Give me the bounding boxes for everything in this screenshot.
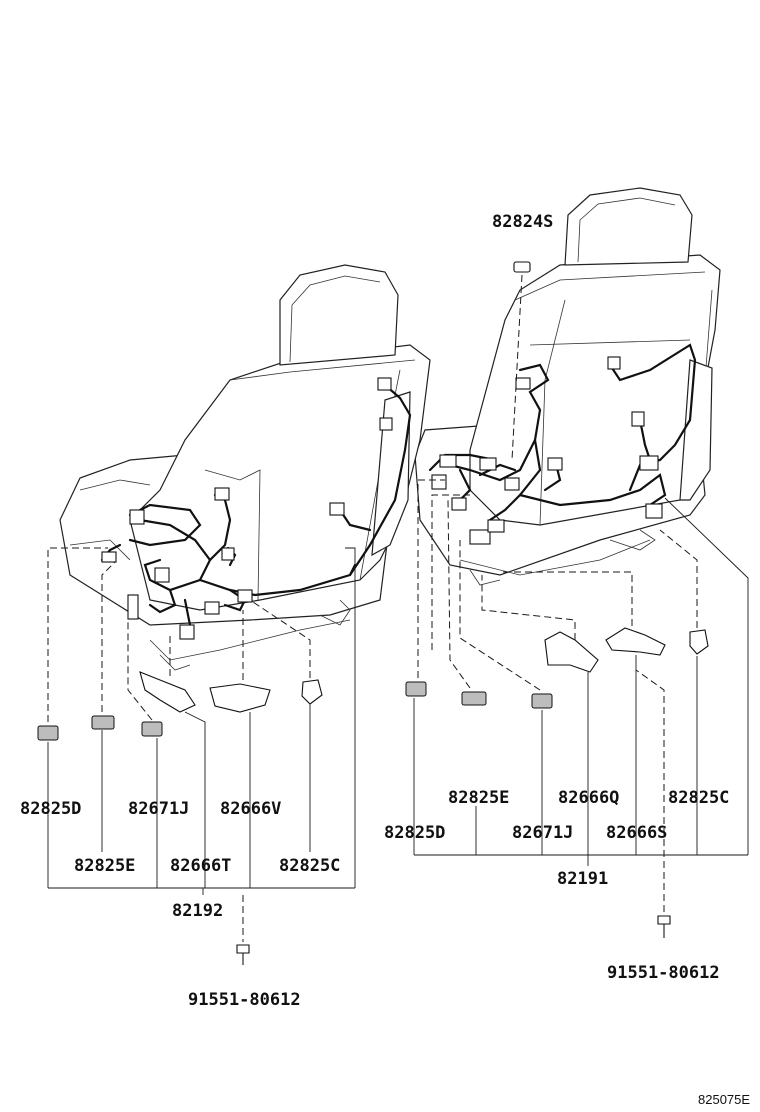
label-right-82825D: 82825D: [384, 823, 445, 843]
label-left-82825C: 82825C: [279, 856, 340, 876]
right-seat-illustration: [414, 187, 721, 586]
label-right-82824S: 82824S: [492, 212, 553, 232]
leader-lines: [47, 497, 749, 895]
figure-code: 825075E: [698, 1092, 750, 1107]
left-loose-parts: [37, 671, 323, 741]
label-left-82666V: 82666V: [220, 799, 281, 819]
label-right-assembly: 82191: [557, 869, 608, 889]
right-loose-parts: [405, 261, 709, 709]
label-right-82671J: 82671J: [512, 823, 573, 843]
bolts: [236, 915, 671, 965]
part-labels: 82825D 82671J 82666V 82825E 82666T 82825…: [20, 212, 750, 1107]
label-right-82825C: 82825C: [668, 788, 729, 808]
label-left-bolt: 91551-80612: [188, 990, 301, 1010]
label-left-82671J: 82671J: [128, 799, 189, 819]
dashed-guides: [47, 274, 698, 942]
label-left-assembly: 82192: [172, 901, 223, 921]
label-left-82666T: 82666T: [170, 856, 231, 876]
label-right-82666Q: 82666Q: [558, 788, 619, 808]
label-right-82825E: 82825E: [448, 788, 509, 808]
label-left-82825E: 82825E: [74, 856, 135, 876]
label-left-82825D: 82825D: [20, 799, 81, 819]
left-seat-illustration: [59, 264, 431, 671]
label-right-82666S: 82666S: [606, 823, 667, 843]
label-right-bolt: 91551-80612: [607, 963, 720, 983]
